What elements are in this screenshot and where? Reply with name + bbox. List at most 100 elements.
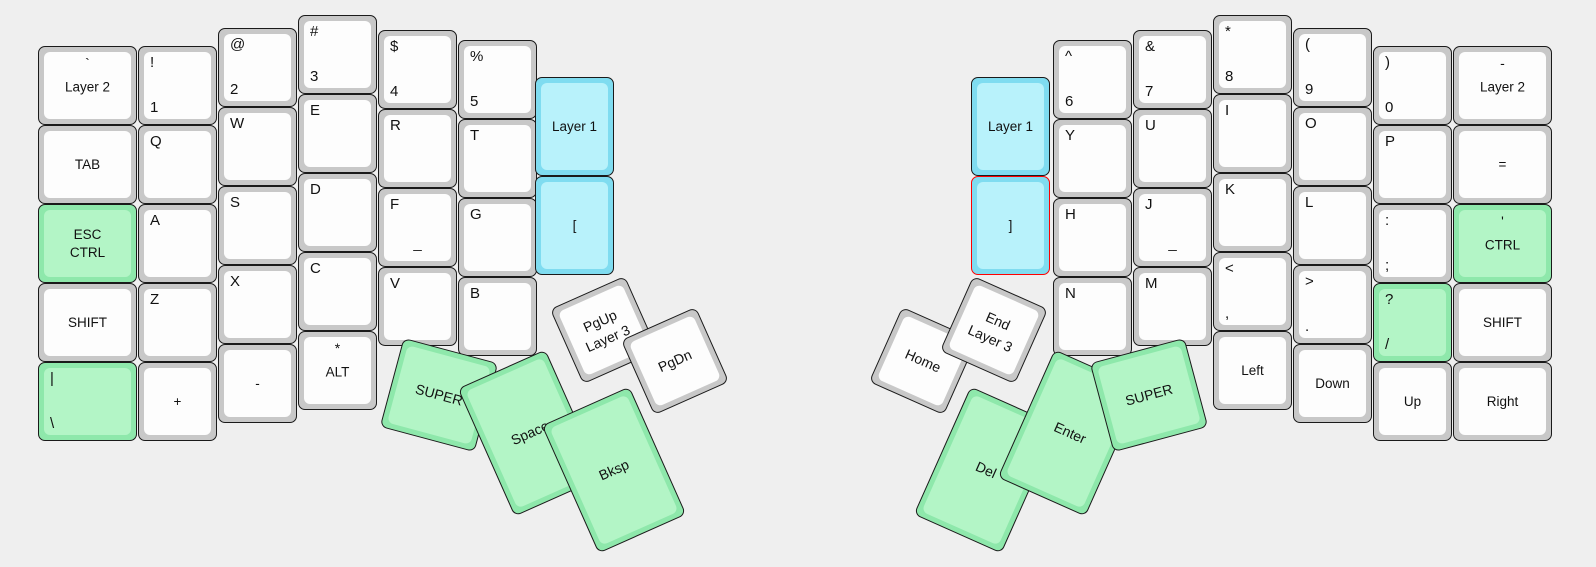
- key-l-c5-r0[interactable]: %5: [458, 40, 537, 119]
- key-r-c3-r0[interactable]: *8: [1213, 15, 1292, 94]
- key-r-c4-r4[interactable]: Down: [1293, 344, 1372, 423]
- key-legend-base: 2: [230, 81, 239, 99]
- key-r-c1-r3[interactable]: N: [1053, 277, 1132, 356]
- key-l-c0-r0[interactable]: `Layer 2: [38, 46, 137, 125]
- key-legend-base: 9: [1305, 81, 1314, 99]
- key-l-c4-r3[interactable]: V: [378, 267, 457, 346]
- key-l-c3-r0[interactable]: #3: [298, 15, 377, 94]
- key-l-c4-r1[interactable]: R: [378, 109, 457, 188]
- key-legend-base: .: [1305, 318, 1310, 336]
- key-legend-base: +: [173, 393, 182, 409]
- key-r-c6-r0[interactable]: -Layer 2: [1453, 46, 1552, 125]
- key-r-c6-r2[interactable]: 'CTRL: [1453, 204, 1552, 283]
- key-r-c1-r2[interactable]: H: [1053, 198, 1132, 277]
- key-l-c2-r1[interactable]: W: [218, 107, 297, 186]
- keycap: U: [1139, 115, 1206, 182]
- key-r-c4-r3[interactable]: >.: [1293, 265, 1372, 344]
- key-l-c1-r4[interactable]: +: [138, 362, 217, 441]
- key-legend-shifted: Y: [1065, 127, 1076, 144]
- keycap: *ALT: [304, 337, 371, 404]
- key-r-c4-r2[interactable]: L: [1293, 186, 1372, 265]
- key-legend-base: Layer 1: [551, 118, 598, 134]
- key-legend-shifted: *: [334, 340, 341, 356]
- key-r-c2-r1[interactable]: U: [1133, 109, 1212, 188]
- keycap: Z: [144, 289, 211, 356]
- key-l-c0-r1[interactable]: TAB: [38, 125, 137, 204]
- key-r-c1-r1[interactable]: Y: [1053, 119, 1132, 198]
- key-l-c3-r1[interactable]: E: [298, 94, 377, 173]
- key-l-c2-r0[interactable]: @2: [218, 28, 297, 107]
- key-legend-base: ;: [1385, 257, 1390, 275]
- key-r-c5-r2[interactable]: :;: [1373, 204, 1452, 283]
- key-r-c6-r3[interactable]: SHIFT: [1453, 283, 1552, 362]
- key-r-c0-r0[interactable]: Layer 1: [971, 77, 1050, 176]
- key-r-c3-r3[interactable]: <,: [1213, 252, 1292, 331]
- key-l-c1-r3[interactable]: Z: [138, 283, 217, 362]
- key-l-c4-r2[interactable]: F_: [378, 188, 457, 267]
- keycap: E: [304, 100, 371, 167]
- key-l-c4-r0[interactable]: $4: [378, 30, 457, 109]
- key-legend-shifted: A: [150, 212, 161, 229]
- key-l-c2-r3[interactable]: X: [218, 265, 297, 344]
- key-legend-base: Bksp: [596, 456, 632, 484]
- keycap: K: [1219, 179, 1286, 246]
- key-r-c0-r1[interactable]: ]: [971, 176, 1050, 275]
- key-l-c3-r4[interactable]: *ALT: [298, 331, 377, 410]
- keycap: H: [1059, 204, 1126, 271]
- keycap: `Layer 2: [44, 52, 131, 119]
- keycap: (9: [1299, 34, 1366, 101]
- key-l-c5-r1[interactable]: T: [458, 119, 537, 198]
- key-r-c5-r1[interactable]: P: [1373, 125, 1452, 204]
- key-l-c6-r0[interactable]: Layer 1: [535, 77, 614, 176]
- key-l-c2-r2[interactable]: S: [218, 186, 297, 265]
- keycap: SHIFT: [1459, 289, 1546, 356]
- key-r-c2-r3[interactable]: M: [1133, 267, 1212, 346]
- key-legend-shifted: >: [1305, 273, 1314, 290]
- key-r-c6-r1[interactable]: =: [1453, 125, 1552, 204]
- key-legend-shifted: H: [1065, 206, 1076, 223]
- key-legend-base: Up: [1403, 393, 1422, 409]
- keycap: G: [464, 204, 531, 271]
- key-l-c1-r1[interactable]: Q: [138, 125, 217, 204]
- key-r-c1-r0[interactable]: ^6: [1053, 40, 1132, 119]
- key-l-c0-r3[interactable]: SHIFT: [38, 283, 137, 362]
- key-legend-shifted: *: [1225, 23, 1231, 40]
- key-legend-base: SHIFT: [68, 314, 107, 330]
- key-legend-base: ,: [1225, 305, 1230, 323]
- key-l-c0-r4[interactable]: |\: [38, 362, 137, 441]
- key-l-c5-r2[interactable]: G: [458, 198, 537, 277]
- key-legend-base: \: [50, 415, 55, 433]
- key-legend-shifted: J: [1145, 196, 1153, 213]
- key-legend-base: SUPER: [1123, 380, 1175, 409]
- key-legend-base: 5: [470, 93, 479, 111]
- key-r-c3-r4[interactable]: Left: [1213, 331, 1292, 410]
- key-r-c3-r2[interactable]: K: [1213, 173, 1292, 252]
- key-r-c4-r1[interactable]: O: [1293, 107, 1372, 186]
- keycap: Y: [1059, 125, 1126, 192]
- key-l-c1-r0[interactable]: !1: [138, 46, 217, 125]
- key-r-c2-r2[interactable]: J_: [1133, 188, 1212, 267]
- key-l-c3-r3[interactable]: C: [298, 252, 377, 331]
- key-l-c2-r4[interactable]: -: [218, 344, 297, 423]
- key-r-c5-r0[interactable]: )0: [1373, 46, 1452, 125]
- key-r-c5-r4[interactable]: Up: [1373, 362, 1452, 441]
- key-legend-base: Layer 2: [64, 78, 111, 94]
- key-legend-shifted: Z: [150, 291, 160, 308]
- key-legend-shifted: V: [390, 275, 401, 292]
- key-legend-base: -: [255, 375, 260, 391]
- key-legend-base: PgDn: [655, 346, 695, 376]
- keycap: C: [304, 258, 371, 325]
- keycap: R: [384, 115, 451, 182]
- key-r-c2-r0[interactable]: &7: [1133, 30, 1212, 109]
- keycap: |\: [44, 368, 131, 435]
- key-r-c3-r1[interactable]: I: [1213, 94, 1292, 173]
- key-r-c4-r0[interactable]: (9: [1293, 28, 1372, 107]
- key-r-c5-r3[interactable]: ?/: [1373, 283, 1452, 362]
- key-l-c1-r2[interactable]: A: [138, 204, 217, 283]
- key-r-c6-r4[interactable]: Right: [1453, 362, 1552, 441]
- key-l-c3-r2[interactable]: D: [298, 173, 377, 252]
- key-l-c5-r3[interactable]: B: [458, 277, 537, 356]
- key-l-c6-r1[interactable]: [: [535, 176, 614, 275]
- key-legend-base: Layer 2: [1479, 78, 1526, 94]
